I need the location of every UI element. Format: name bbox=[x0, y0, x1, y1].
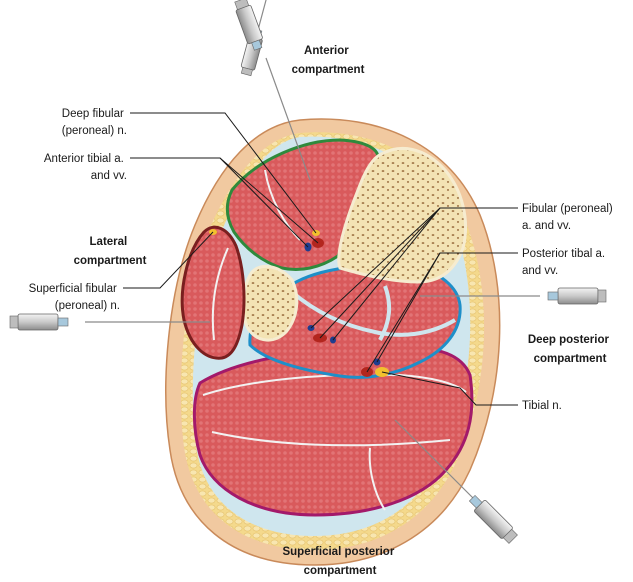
tibial-nerve-label: Tibial n. bbox=[522, 400, 562, 412]
lateral-heading: Lateral compartment bbox=[74, 236, 147, 267]
anterior-heading: Anterior compartment bbox=[292, 45, 365, 76]
deep-posterior-heading: Deep posterior compartment bbox=[528, 334, 612, 365]
posterior-tibial-label: Posterior tibal a. and vv. bbox=[522, 248, 608, 277]
syringe-superficial-posterior bbox=[467, 493, 519, 545]
syringe-lateral bbox=[10, 314, 68, 330]
superficial-fibular-label: Superficial fibular (peroneal) n. bbox=[29, 283, 120, 312]
deep-fibular-label: Deep fibular (peroneal) n. bbox=[62, 108, 127, 137]
fibula bbox=[243, 266, 297, 340]
syringe-deep-posterior bbox=[548, 288, 606, 304]
syringe-anterior-barrel bbox=[233, 0, 266, 52]
anterior-tibial-label: Anterior tibial a. and vv. bbox=[44, 153, 127, 182]
fibular-vessels-label: Fibular (peroneal) a. and vv. bbox=[522, 203, 616, 232]
